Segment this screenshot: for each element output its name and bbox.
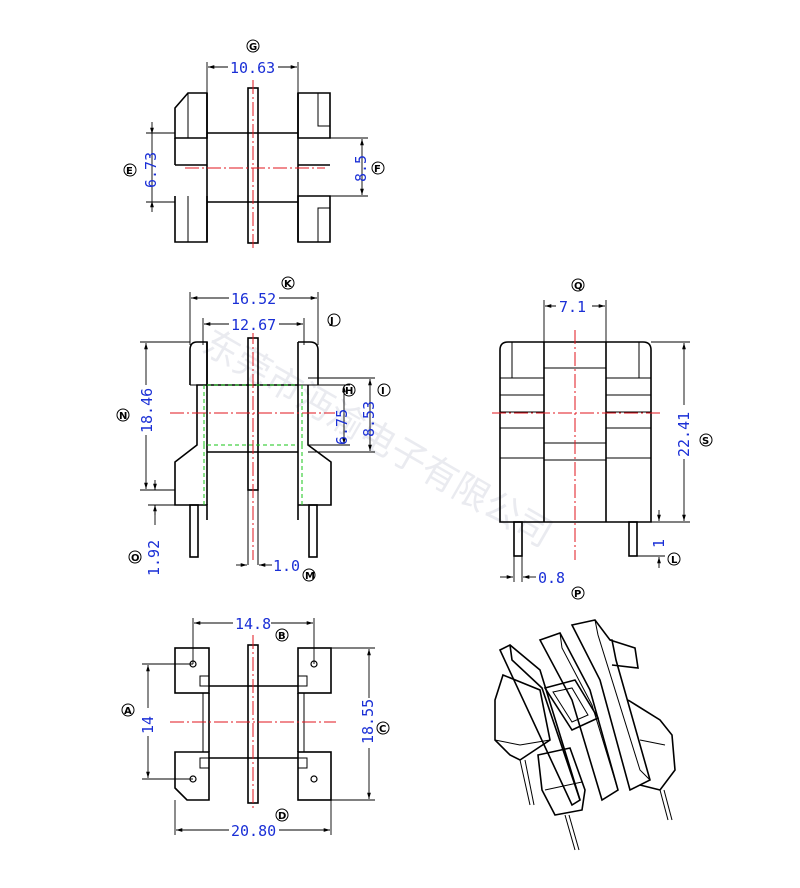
dim-j-value: 12.67 xyxy=(231,316,276,334)
dim-l-value: 1 xyxy=(650,539,668,548)
marker-f: F xyxy=(374,164,381,175)
marker-i: I xyxy=(381,386,385,397)
watermark-text: 东莞市沔渝电子有限公司 xyxy=(196,322,559,556)
marker-s: S xyxy=(702,436,709,447)
marker-b: B xyxy=(278,631,286,642)
dim-q-value: 7.1 xyxy=(559,298,586,316)
front-view: 16.52 K 12.67 J 18.46 N 6.75 8.53 H I xyxy=(116,276,391,582)
marker-h: H xyxy=(345,386,353,397)
dim-o-value: 1.92 xyxy=(145,540,163,576)
dim-m-value: 1.0 xyxy=(273,557,300,575)
marker-m: M xyxy=(305,571,315,582)
top-view: 10.63 G 6.73 E 8.5 F xyxy=(123,39,385,250)
dim-n-value: 18.46 xyxy=(138,388,156,433)
marker-o: O xyxy=(131,553,140,564)
dim-h-value: 6.75 xyxy=(333,409,351,445)
marker-c: C xyxy=(379,724,386,735)
dim-a-value: 14 xyxy=(139,716,157,734)
marker-a: A xyxy=(124,706,132,717)
dim-d-value: 20.80 xyxy=(231,822,276,840)
isometric-view xyxy=(494,619,676,851)
dim-c-value: 18.55 xyxy=(359,699,377,744)
dim-p-value: 0.8 xyxy=(538,569,565,587)
dim-k-value: 16.52 xyxy=(231,290,276,308)
marker-k: K xyxy=(284,279,293,290)
marker-n: N xyxy=(119,411,127,422)
marker-e: E xyxy=(126,166,133,177)
marker-p: P xyxy=(574,589,581,600)
dim-s-value: 22.41 xyxy=(675,412,693,457)
side-view: 7.1 Q 22.41 S 1 L 0.8 P xyxy=(492,278,713,600)
marker-d: D xyxy=(278,811,286,822)
marker-l: L xyxy=(671,555,678,566)
marker-q: Q xyxy=(574,281,583,292)
marker-j: J xyxy=(329,316,334,327)
dim-f-value: 8.5 xyxy=(352,155,370,182)
marker-g: G xyxy=(249,42,257,53)
dim-b-value: 14.8 xyxy=(235,615,271,633)
dim-i-value: 8.53 xyxy=(360,401,378,437)
bottom-view: 14.8 B 14 A 18.55 C 20.80 D xyxy=(121,614,390,840)
dim-g-value: 10.63 xyxy=(230,59,275,77)
dim-e-value: 6.73 xyxy=(142,152,160,188)
